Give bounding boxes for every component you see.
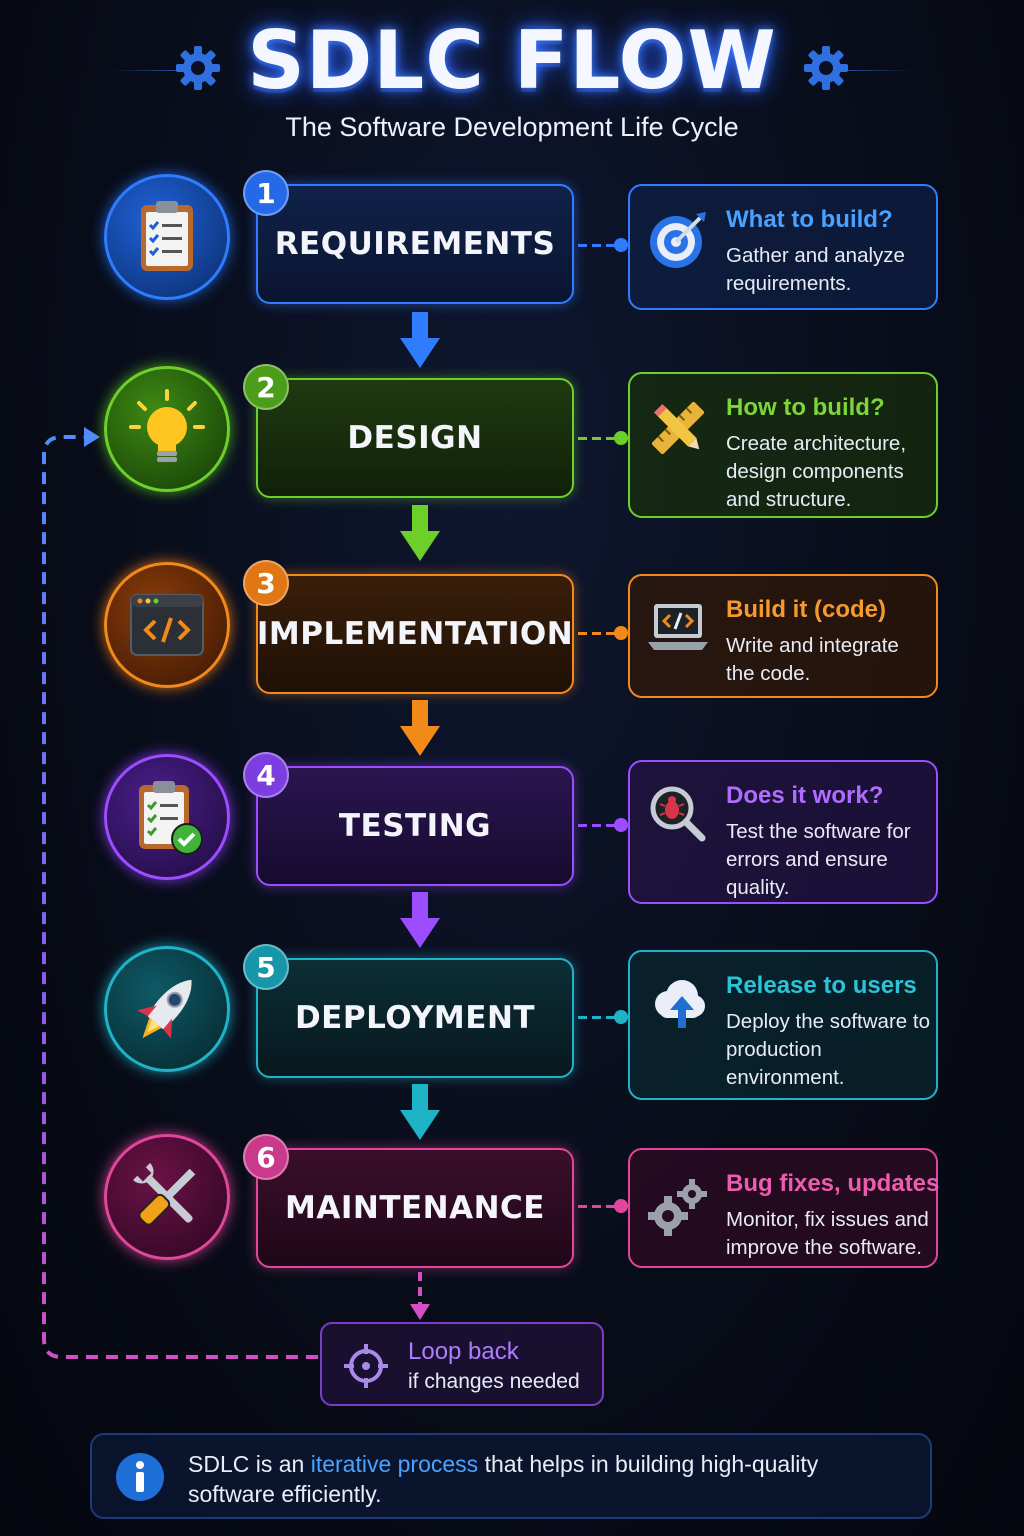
code-window-icon <box>130 594 204 656</box>
step-6-connector <box>578 1205 618 1208</box>
step-1-detail-card: What to build? Gather and analyze requir… <box>628 184 938 310</box>
step-3-label: IMPLEMENTATION <box>256 616 574 652</box>
step-4-detail-text: Test the software for errors and ensure … <box>726 820 911 899</box>
title-rule-left <box>110 70 200 71</box>
loop-target-icon <box>344 1344 388 1388</box>
step-6-badge: 6 <box>243 1134 289 1180</box>
clipboard-checklist-icon <box>141 201 193 271</box>
title-rule-right <box>824 70 914 71</box>
step-1-connector-dot <box>614 238 628 252</box>
step-1-detail-text: Gather and analyze requirements. <box>726 244 905 295</box>
gears-icon <box>648 1179 707 1236</box>
step-1-connector <box>578 244 618 247</box>
lightbulb-icon <box>129 389 205 462</box>
step-4-box: TESTING <box>256 766 574 886</box>
step-2-label: DESIGN <box>347 420 483 456</box>
info-highlight: iterative process <box>310 1451 479 1477</box>
step-3-detail-heading: Build it (code) <box>726 596 886 623</box>
page-title: SDLC FLOW <box>247 14 777 107</box>
rocket-icon <box>137 979 192 1039</box>
step-1-badge: 1 <box>243 170 289 216</box>
step-5-label: DEPLOYMENT <box>294 1000 536 1036</box>
step-4-detail-card: Does it work? Test the software for erro… <box>628 760 938 904</box>
step-2-badge: 2 <box>243 364 289 410</box>
page-subtitle: The Software Development Life Cycle <box>285 112 739 142</box>
step-1-detail-heading: What to build? <box>726 206 893 233</box>
cloud-upload-icon <box>655 980 705 1028</box>
step-5-circle <box>104 946 230 1072</box>
bug-magnifier-icon <box>650 786 706 842</box>
step-5-detail-heading: Release to users <box>726 972 917 999</box>
step-5-detail-text: Deploy the software to production enviro… <box>726 1010 930 1089</box>
gear-icon <box>176 46 220 90</box>
step-2-detail-heading: How to build? <box>726 394 885 421</box>
step-4-badge: 4 <box>243 752 289 798</box>
arrow-down-icon <box>400 505 440 561</box>
step-5-box: DEPLOYMENT <box>256 958 574 1078</box>
info-text-start: SDLC is an <box>188 1451 311 1477</box>
step-5-badge: 5 <box>243 944 289 990</box>
step-4-circle <box>104 754 230 880</box>
step-2-detail-card: How to build? Create architecture, desig… <box>628 372 938 518</box>
step-6-detail-card: Bug fixes, updates Monitor, fix issues a… <box>628 1148 940 1268</box>
step-3-detail-text: Write and integrate the code. <box>726 634 899 685</box>
gear-icon <box>804 46 848 90</box>
laptop-code-icon <box>648 604 708 650</box>
wrench-screwdriver-icon <box>133 1163 196 1226</box>
step-4-connector <box>578 824 618 827</box>
step-4-detail-heading: Does it work? <box>726 782 884 809</box>
step-6-connector-dot <box>614 1199 628 1213</box>
step-3-detail-card: Build it (code) Write and integrate the … <box>628 574 938 698</box>
step-2-box: DESIGN <box>256 378 574 498</box>
info-icon <box>116 1453 164 1501</box>
clipboard-check-icon <box>139 781 203 855</box>
step-2-connector <box>578 437 618 440</box>
step-3-box: IMPLEMENTATION <box>256 574 574 694</box>
step-3-badge: 3 <box>243 560 289 606</box>
step-5-connector-dot <box>614 1010 628 1024</box>
step-3-connector <box>578 632 618 635</box>
step-1-circle <box>104 174 230 300</box>
arrow-down-icon <box>400 1084 440 1140</box>
loop-back-box: Loop back if changes needed <box>320 1322 604 1406</box>
step-2-detail-text: Create architecture, design components a… <box>726 432 907 511</box>
loop-heading: Loop back <box>408 1338 519 1365</box>
step-2-circle <box>104 366 230 492</box>
step-6-box: MAINTENANCE <box>256 1148 574 1268</box>
step-5-connector <box>578 1016 618 1019</box>
arrow-down-icon <box>400 312 440 368</box>
info-box: SDLC is an iterative process that helps … <box>90 1433 932 1519</box>
step-5-detail-card: Release to users Deploy the software to … <box>628 950 938 1100</box>
info-text: SDLC is an iterative process that helps … <box>188 1449 908 1509</box>
arrow-down-icon <box>400 700 440 756</box>
target-icon <box>650 212 706 268</box>
arrow-down-icon <box>400 892 440 948</box>
step-3-circle <box>104 562 230 688</box>
step-6-detail-text: Monitor, fix issues and improve the soft… <box>726 1208 929 1259</box>
step-6-label: MAINTENANCE <box>285 1190 545 1226</box>
step-4-connector-dot <box>614 818 628 832</box>
step-6-detail-heading: Bug fixes, updates <box>726 1170 940 1197</box>
info-text-end: that helps in building high-quality soft… <box>188 1451 819 1507</box>
pencil-ruler-icon <box>651 401 705 455</box>
step-6-circle <box>104 1134 230 1260</box>
step-3-connector-dot <box>614 626 628 640</box>
loop-text: if changes needed <box>408 1370 580 1393</box>
step-1-label: REQUIREMENTS <box>274 226 556 262</box>
step-2-connector-dot <box>614 431 628 445</box>
step-1-box: REQUIREMENTS <box>256 184 574 304</box>
step-4-label: TESTING <box>338 808 492 844</box>
